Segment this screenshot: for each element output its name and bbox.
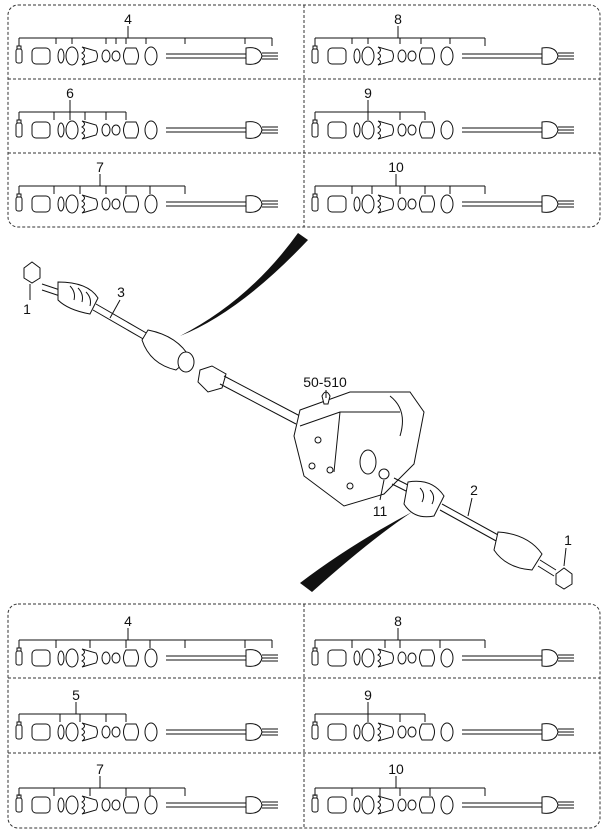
kit-label-bottom-5: 7 [96, 761, 104, 777]
callout-50-510: 50-510 [303, 374, 347, 390]
kit-label-bottom-4: 9 [364, 687, 372, 703]
kit-label-top-5: 7 [96, 159, 104, 175]
kit-label-top-4: 9 [364, 85, 372, 101]
right-drive-shaft [378, 468, 573, 590]
left-drive-shaft [23, 261, 301, 425]
kit-row-bottom-left-1 [15, 647, 279, 668]
kit-row-top-left-2 [15, 119, 279, 140]
kit-row-bottom-right-2 [311, 721, 575, 742]
kit-label-bottom-3: 5 [72, 687, 80, 703]
snap-ring [378, 468, 390, 480]
kit-row-top-right-3 [311, 193, 575, 214]
outer-cv-joint-left [57, 281, 99, 315]
callout-2: 2 [470, 482, 478, 498]
differential-housing [293, 391, 425, 507]
kit-label-bottom-6: 10 [388, 761, 404, 777]
pointer-wedge-lower [300, 512, 412, 592]
kit-row-bottom-right-3 [311, 794, 575, 815]
kit-label-top-2: 8 [394, 11, 402, 27]
nut-right [555, 567, 573, 590]
kit-row-bottom-left-2 [15, 721, 279, 742]
nut-left [23, 261, 41, 284]
kit-label-bottom-1: 4 [124, 613, 132, 629]
callout-1-left: 1 [23, 301, 31, 317]
kit-label-top-1: 4 [124, 11, 132, 27]
kit-row-bottom-left-3 [15, 794, 279, 815]
tripod-joint [197, 365, 227, 393]
callout-3: 3 [117, 284, 125, 300]
outer-cv-joint-right [493, 531, 543, 571]
callout-1-right: 1 [564, 532, 572, 548]
kit-label-top-3: 6 [66, 85, 74, 101]
kit-row-bottom-right-1 [311, 647, 575, 668]
kit-row-top-right-2 [311, 119, 575, 140]
kit-row-top-left-3 [15, 193, 279, 214]
kit-label-top-6: 10 [388, 159, 404, 175]
kit-label-bottom-2: 8 [394, 613, 402, 629]
callout-11: 11 [373, 503, 388, 519]
inner-boot-right [403, 480, 445, 518]
kit-row-top-right-1 [311, 45, 575, 66]
pointer-wedge-upper [180, 233, 308, 336]
kit-row-top-left-1 [15, 45, 279, 66]
